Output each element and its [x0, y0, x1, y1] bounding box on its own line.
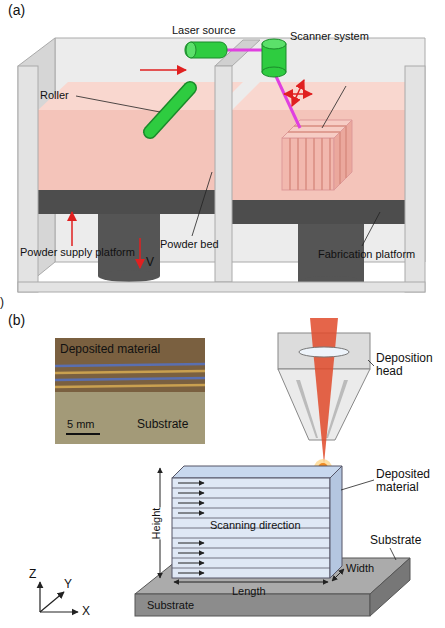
part-label: Deposited material [376, 468, 442, 494]
photo-inset [55, 338, 205, 444]
node-text: Substrate [147, 599, 194, 612]
deposited-block-box: Scanning direction [172, 478, 330, 578]
part-label: Roller [40, 89, 69, 102]
part-label: Substrate [370, 534, 421, 547]
deposition-head [278, 318, 370, 477]
printed-part [282, 120, 352, 190]
laser-optics [72, 39, 312, 268]
part-label: Deposition head [376, 352, 442, 378]
node-text: 5 mm [67, 418, 95, 431]
velocity-label: V [146, 256, 154, 269]
dimension-label: Height [150, 507, 163, 539]
part-label: Scanner system [290, 30, 369, 43]
node-text: Scanning direction [210, 519, 301, 532]
axes [40, 582, 78, 612]
panel-label: (b) [8, 314, 25, 327]
dimension-label: Width [346, 562, 374, 575]
node-text: Deposited material [60, 343, 160, 356]
part-label: Powder bed [160, 238, 219, 251]
dimension-lines [160, 360, 396, 582]
axis-label: Z [29, 568, 36, 581]
axis-label: Y [64, 578, 72, 591]
axis-label: X [82, 605, 90, 618]
enclosure-front [18, 66, 425, 292]
panel-fragment: ) [0, 296, 4, 309]
photo-inset-box: Deposited material 5 mm Substrate [55, 338, 205, 444]
deposited-block [172, 466, 342, 578]
part-label: Laser source [172, 24, 236, 37]
dimension-label: Length [232, 585, 266, 598]
part-label: Fabrication platform [318, 248, 415, 261]
leader-lines [76, 86, 380, 246]
node-text: Substrate [137, 418, 188, 431]
substrate-box: Substrate [135, 594, 370, 616]
part-label: Powder supply platform [20, 246, 135, 259]
machine-enclosure [18, 38, 425, 292]
panel-label: (a) [8, 4, 25, 17]
